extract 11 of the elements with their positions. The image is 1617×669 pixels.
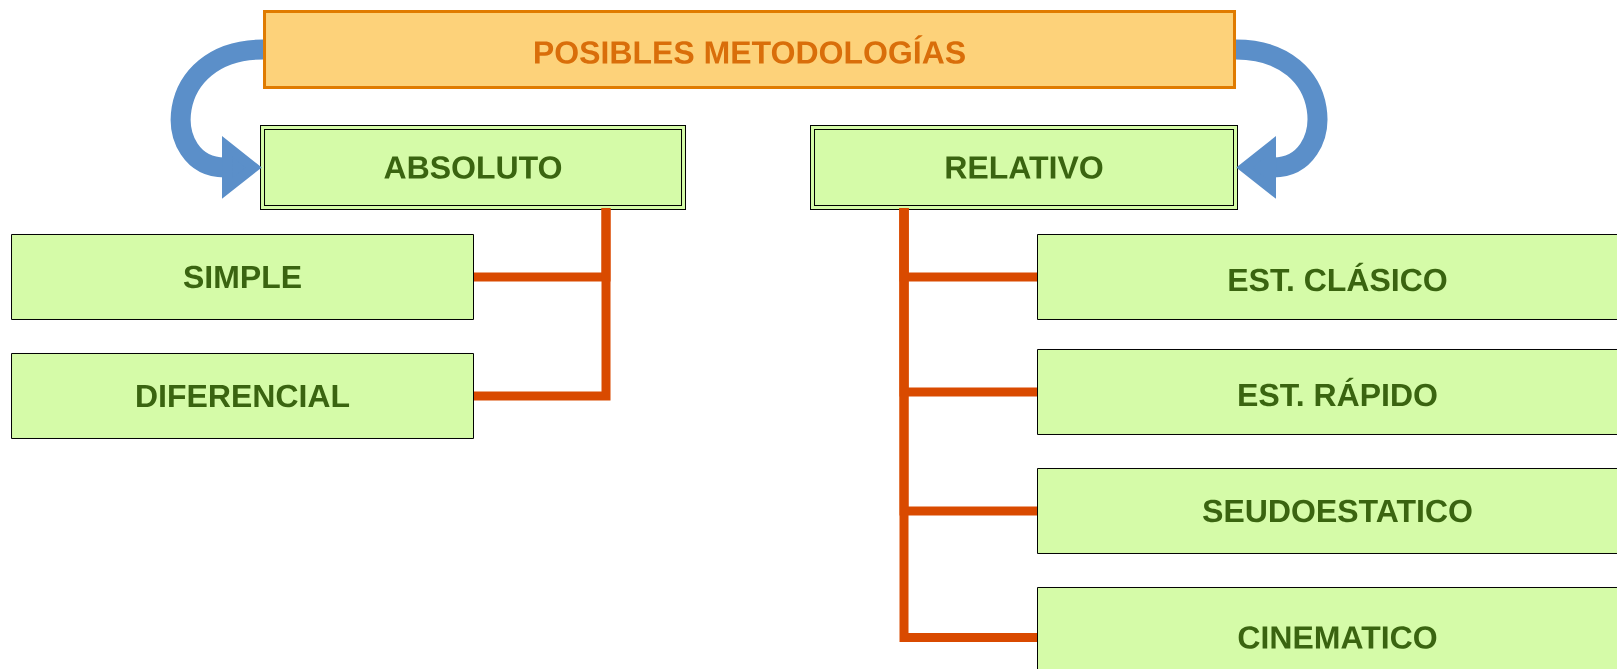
- method-box: EST. CLÁSICO: [1037, 234, 1617, 320]
- category-box: RELATIVO: [810, 125, 1238, 210]
- method-box: CINEMATICO: [1037, 587, 1617, 669]
- method-box: DIFERENCIAL: [11, 353, 474, 439]
- category-box: ABSOLUTO: [260, 125, 686, 210]
- method-box: SEUDOESTATICO: [1037, 468, 1617, 554]
- connector-line: [474, 208, 611, 401]
- method-box: SIMPLE: [11, 234, 474, 320]
- method-box: EST. RÁPIDO: [1037, 349, 1617, 435]
- connector-line: [899, 208, 1037, 642]
- title-box: POSIBLES METODOLOGÍAS: [263, 10, 1236, 89]
